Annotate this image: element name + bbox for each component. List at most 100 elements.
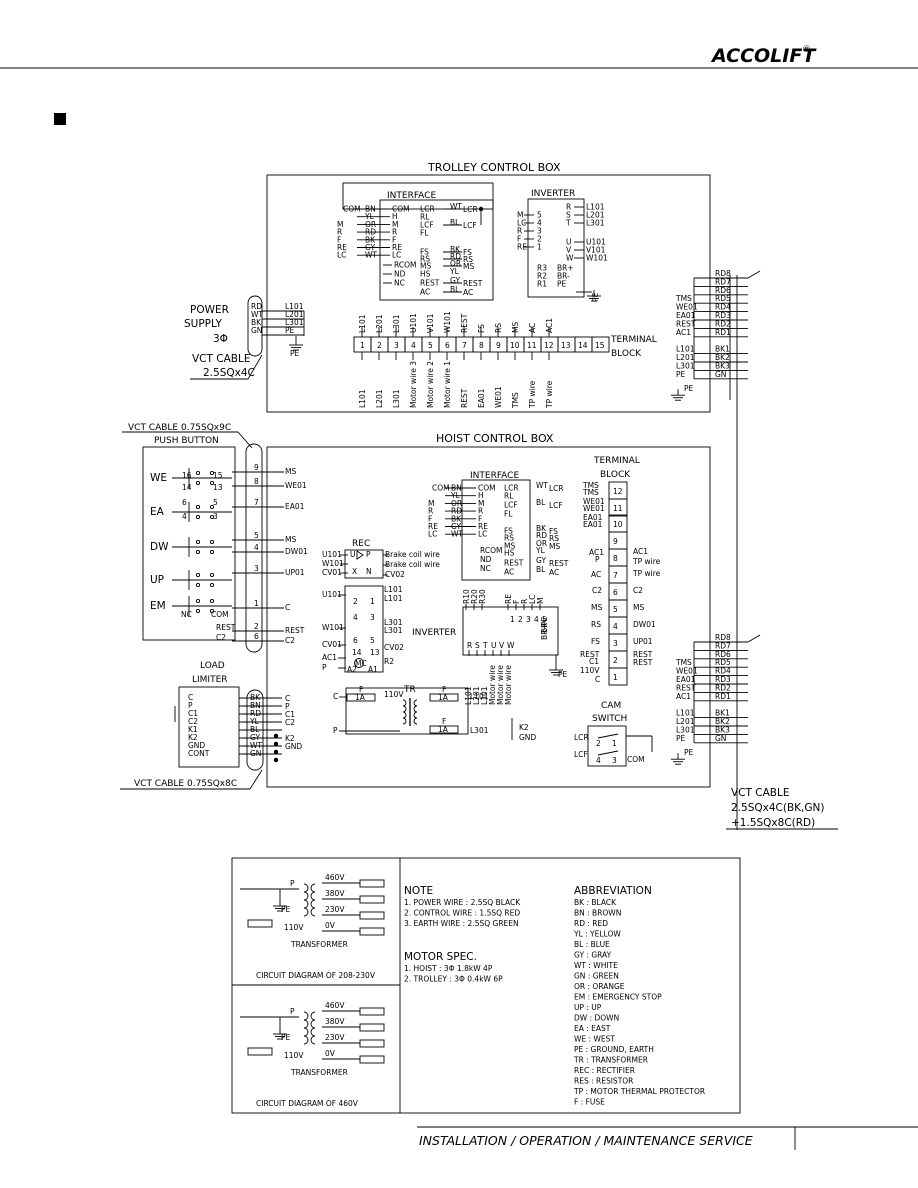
inverter-pin: U bbox=[491, 641, 497, 650]
bus-wire-color: RD4 bbox=[715, 303, 731, 312]
inverter-outer-label: R bbox=[517, 227, 522, 236]
hoist-terminal-block: TERMINAL BLOCK 121110987654321TMSTMSWE01… bbox=[580, 456, 661, 686]
terminal-bottom-label: Motor wire 1 bbox=[443, 361, 452, 408]
interface-pin-label: NC bbox=[394, 279, 405, 288]
terminal-left-label: FS bbox=[591, 637, 600, 646]
legend-p: P bbox=[290, 1007, 295, 1016]
interface-pin-label: RS bbox=[504, 534, 514, 543]
bus-wire-color: RD6 bbox=[715, 286, 731, 295]
svg-text:2.5SQx4C: 2.5SQx4C bbox=[203, 367, 255, 379]
motor-spec-item: 1. HOIST : 3Φ 1.8kW 4P bbox=[404, 964, 493, 973]
wire-color-label: RD bbox=[450, 252, 461, 261]
bus-wire-label: L201 bbox=[676, 717, 695, 726]
brake-pin: BR- bbox=[540, 620, 549, 633]
power-wire-label: L301 bbox=[285, 318, 304, 327]
legend-panel: PPE460V380V230V0V110VTRANSFORMERCIRCUIT … bbox=[231, 857, 741, 1114]
terminal-number: 1 bbox=[360, 341, 365, 350]
bus-wire-color: RD6 bbox=[715, 650, 731, 659]
terminal-top-label: V101 bbox=[426, 313, 435, 333]
bus-wire-color: RD1 bbox=[715, 328, 731, 337]
interface-outer-label: RE bbox=[428, 522, 438, 531]
terminal-number: 11 bbox=[527, 341, 537, 350]
inverter-outer-label: F bbox=[517, 235, 521, 244]
wire-label: C bbox=[285, 603, 290, 612]
inverter-pin: W bbox=[507, 641, 515, 650]
bus-wire-label: WE01 bbox=[676, 667, 698, 676]
abbreviation-item: DW : DOWN bbox=[574, 1014, 619, 1023]
fuse-icon bbox=[359, 1007, 385, 1016]
terminal-cell bbox=[608, 582, 628, 601]
wire-color-label: GY bbox=[536, 556, 546, 565]
interface-outer-label: F bbox=[337, 235, 341, 244]
interface-outer-label: MS bbox=[463, 262, 474, 271]
inverter-pin: W bbox=[566, 254, 574, 263]
bus-wire-label: AC1 bbox=[676, 328, 691, 337]
terminal-left-label: MS bbox=[591, 603, 602, 612]
abbreviation-item: OR : ORANGE bbox=[574, 982, 625, 991]
inverter-top-label: RE bbox=[504, 594, 513, 604]
terminal-number: 4 bbox=[411, 341, 416, 350]
legend-pe: PE bbox=[281, 905, 291, 914]
svg-text:PE: PE bbox=[591, 292, 600, 302]
wire-color-label: GN bbox=[250, 749, 261, 758]
rec-input: U101 bbox=[322, 550, 342, 559]
push-button-pendant: VCT CABLE 0.75SQx9C PUSH BUTTON WEEADWUP… bbox=[122, 423, 308, 653]
terminal-number: 3 bbox=[613, 639, 618, 648]
wire-color-label: BL bbox=[536, 498, 546, 507]
abbreviation-item: RD : RED bbox=[574, 919, 608, 928]
power-wire-label: PE bbox=[285, 326, 295, 335]
button-label: WE bbox=[150, 472, 167, 484]
inverter-pin: 2 bbox=[537, 235, 542, 244]
terminal-left-label: C bbox=[595, 675, 600, 684]
terminal-number: 5 bbox=[613, 605, 618, 614]
terminal-cell bbox=[608, 616, 628, 635]
abbreviation-item: PE : GROUND, EARTH bbox=[574, 1045, 654, 1054]
contactor-input: P bbox=[322, 663, 327, 672]
svg-text:ABBREVIATION: ABBREVIATION bbox=[574, 885, 652, 897]
bus-wire-color: RD2 bbox=[715, 683, 731, 692]
interface-pin-label: F bbox=[478, 514, 482, 523]
legend-tap: 460V bbox=[325, 1001, 345, 1010]
legend-tap: 0V bbox=[325, 921, 336, 930]
footer: INSTALLATION / OPERATION / MAINTENANCE S… bbox=[417, 1126, 918, 1150]
wire-color-label: YL bbox=[249, 717, 260, 726]
abbreviation-item: WT : WHITE bbox=[574, 961, 618, 970]
terminal-number: 13 bbox=[561, 341, 571, 350]
contact-number: 16 bbox=[182, 471, 192, 480]
fuse-label: F bbox=[442, 717, 446, 726]
wire-label: C2 bbox=[285, 636, 295, 645]
inverter-bottom-label: Motor wire bbox=[496, 665, 505, 705]
fuse-label: F bbox=[359, 685, 363, 694]
contactor-input: CV01 bbox=[322, 640, 342, 649]
legend-p: P bbox=[290, 879, 295, 888]
brake-pin: PE bbox=[540, 616, 549, 626]
terminal-bottom-label: TMS bbox=[511, 392, 520, 409]
limiter-output: GND bbox=[285, 742, 302, 751]
terminal-number: 5 bbox=[428, 341, 433, 350]
legend-tap: 230V bbox=[325, 1033, 345, 1042]
contact-number: 13 bbox=[213, 483, 223, 492]
note-item: 2. CONTROL WIRE : 1.5SQ RED bbox=[404, 909, 520, 918]
inverter-pin: R bbox=[566, 203, 571, 212]
bus-wire-label: EA01 bbox=[676, 311, 696, 320]
wire-number: 5 bbox=[254, 531, 259, 540]
inverter-pin: V bbox=[499, 641, 505, 650]
bus-wire-color: BK3 bbox=[715, 361, 730, 370]
contact-number: 4 bbox=[353, 613, 358, 622]
terminal-right-label: C2 bbox=[633, 586, 643, 595]
interface-pin-label: M bbox=[392, 220, 398, 229]
contactor-input: W101 bbox=[322, 623, 344, 632]
contact-number: 6 bbox=[182, 498, 187, 507]
terminal-number: 9 bbox=[613, 537, 618, 546]
rec-pin: N bbox=[366, 567, 372, 576]
contact-number: 14 bbox=[352, 648, 362, 657]
interface-outer-label: COM bbox=[432, 484, 450, 493]
legend-tap: 0V bbox=[325, 1049, 336, 1058]
transformer-input: P bbox=[333, 726, 338, 735]
fuse-icon bbox=[359, 1039, 385, 1048]
inverter-top-label: M bbox=[536, 598, 545, 604]
contact-number: 5 bbox=[213, 498, 218, 507]
fuse-rating: 1A bbox=[355, 693, 366, 702]
